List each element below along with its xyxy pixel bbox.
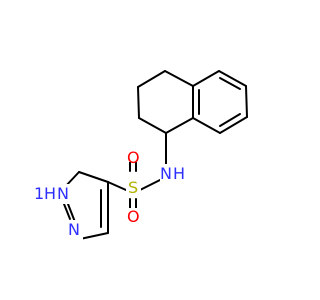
atom-oxygen-bottom: O <box>126 207 142 226</box>
atom-nh-ring: 1 H N <box>33 184 73 204</box>
atom-h-amide: H <box>173 164 185 183</box>
atom-n2-ring: N <box>68 220 80 239</box>
bond-ar-6 <box>192 70 220 87</box>
atom-nh-ring-n: N <box>57 184 69 203</box>
bond-ar-2 <box>245 85 248 118</box>
molecule-diagram: N H S O O 1 H N N <box>33 70 248 240</box>
bond-ar-inner-2 <box>219 113 241 127</box>
bond-pz-4 <box>79 232 109 240</box>
bond-pz-inner-2 <box>67 203 76 223</box>
atoms: N H S O O 1 H N N <box>33 148 186 240</box>
bond-ar-inner-1 <box>219 77 241 90</box>
bond-sat-2 <box>137 70 166 88</box>
bond-sat-5 <box>165 117 194 134</box>
bond-ar-1 <box>218 70 247 87</box>
bonds <box>63 70 248 240</box>
bond-sat-4 <box>138 117 167 134</box>
atom-o-top: O <box>127 148 140 167</box>
bond-ar-4 <box>192 117 221 134</box>
bond-pz-1 <box>78 171 109 183</box>
atom-sulfur: S <box>126 178 141 198</box>
atom-o-bottom: O <box>127 207 140 226</box>
atom-s: S <box>128 178 138 197</box>
atom-n-amide: N <box>160 164 172 183</box>
atom-nh-amide: N H <box>160 164 186 183</box>
bond-s-c4 <box>107 181 127 191</box>
atom-nh-ring-h: H <box>44 184 56 203</box>
atom-n-ring: N <box>67 220 83 240</box>
atom-oxygen-top: O <box>126 148 142 167</box>
bond-sat-3 <box>137 86 140 119</box>
bond-pz-3 <box>63 203 71 220</box>
atom-nh-ring-locant: 1 <box>34 184 44 203</box>
bond-ar-3 <box>219 116 248 134</box>
bond-sat-1 <box>164 70 194 87</box>
